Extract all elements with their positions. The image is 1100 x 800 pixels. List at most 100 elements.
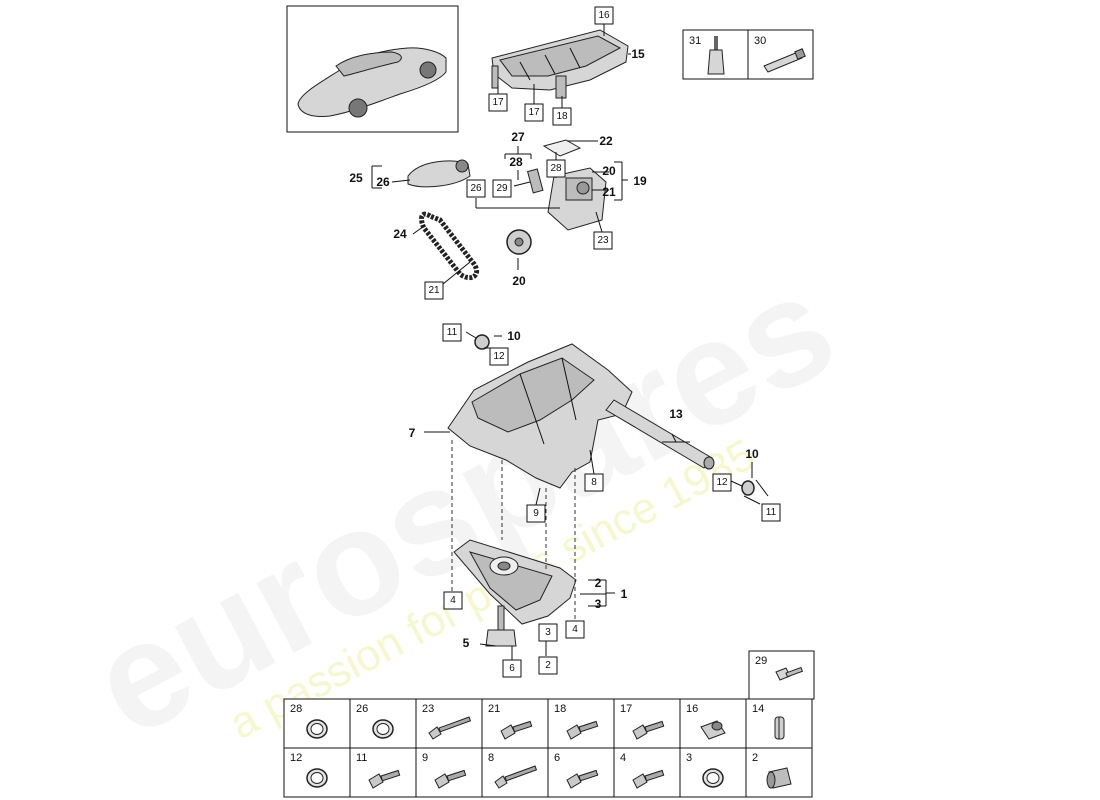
- legend-label: 2: [752, 752, 758, 764]
- callout-10-top: 10: [507, 329, 521, 343]
- watermark-brand: eurospares: [66, 240, 859, 768]
- box-16: 16: [594, 6, 614, 25]
- legend-cell-21: 21: [481, 698, 549, 749]
- box-11-right: 11: [761, 503, 781, 522]
- box-9: 9: [526, 504, 546, 523]
- callout-27: 27: [511, 130, 525, 144]
- oil-baffle: [491, 29, 631, 99]
- tube-icon: [763, 48, 806, 73]
- bolt-icon: [500, 720, 533, 740]
- oil-level-sensor: [485, 605, 517, 647]
- box-2: 2: [538, 656, 558, 675]
- legend-item-31: 31: [689, 35, 701, 47]
- screwdriver-icon: [707, 36, 725, 75]
- legend-cell-18: 18: [547, 698, 615, 749]
- callout-7: 7: [409, 426, 416, 440]
- box-12-right: 12: [712, 473, 732, 492]
- svg-text:12: 12: [493, 351, 505, 362]
- svg-text:17: 17: [492, 97, 504, 108]
- svg-text:2: 2: [545, 660, 551, 671]
- svg-text:9: 9: [533, 508, 539, 519]
- legend-top: 31 30: [682, 29, 814, 80]
- svg-text:23: 23: [597, 235, 609, 246]
- legend-cell-9: 9: [415, 747, 483, 798]
- callout-1: 1: [621, 587, 628, 601]
- legend-cell-12: 12: [283, 747, 351, 798]
- long-bolt-icon: [494, 765, 538, 789]
- box-21: 21: [424, 281, 444, 300]
- svg-text:4: 4: [450, 595, 456, 606]
- svg-text:16: 16: [598, 10, 610, 21]
- legend-cell-17: 17: [613, 698, 681, 749]
- ring-icon: [306, 719, 328, 739]
- legend-label: 11: [356, 752, 367, 764]
- callout-5: 5: [463, 636, 470, 650]
- svg-text:28: 28: [550, 163, 562, 174]
- oil-pump: [526, 139, 607, 231]
- callout-28: 28: [509, 155, 523, 169]
- callout-13: 13: [669, 407, 683, 421]
- box-17-mid: 17: [524, 103, 544, 122]
- car-icon: [297, 47, 447, 118]
- legend-label: 16: [686, 703, 698, 715]
- box-17-left: 17: [488, 93, 508, 112]
- box-23: 23: [593, 231, 613, 250]
- callout-3: 3: [595, 597, 602, 611]
- box-26: 26: [466, 179, 486, 198]
- box-3: 3: [538, 623, 558, 642]
- bolt-icon: [632, 769, 665, 789]
- box-11-top: 11: [442, 323, 462, 342]
- legend-label: 17: [620, 703, 632, 715]
- callout-15: 15: [631, 47, 645, 61]
- legend-label: 8: [488, 752, 494, 764]
- callout-25: 25: [349, 171, 363, 185]
- box-12-top: 12: [489, 347, 509, 366]
- bolt-icon: [775, 666, 804, 681]
- svg-text:29: 29: [496, 183, 508, 194]
- legend-label: 28: [290, 703, 302, 715]
- legend-label: 3: [686, 752, 692, 764]
- box-8: 8: [584, 473, 604, 492]
- watermark: eurospares a passion for parts since 198…: [66, 240, 859, 768]
- bolt-icon: [632, 720, 665, 740]
- callout-22: 22: [599, 134, 613, 148]
- legend-cell-8: 8: [481, 747, 549, 798]
- legend-cell-23: 23: [415, 698, 483, 749]
- sleeve-icon: [774, 716, 785, 740]
- legend-label: 21: [488, 703, 500, 715]
- legend-cell-6: 6: [547, 747, 615, 798]
- boxed-part-numbers: 16 17 17 18 26 29 28 23 21 11 12 8 9 12 …: [424, 6, 781, 678]
- legend-cell-3: 3: [679, 747, 747, 798]
- legend-label: 26: [356, 703, 368, 715]
- legend-cell-4: 4: [613, 747, 681, 798]
- box-18: 18: [552, 107, 572, 126]
- legend-cell-16: 16: [679, 698, 747, 749]
- box-4-right: 4: [565, 620, 585, 639]
- legend-label: 12: [290, 752, 302, 764]
- svg-text:21: 21: [428, 285, 440, 296]
- legend-cell-14: 14: [745, 698, 813, 749]
- long-bolt-icon: [428, 716, 472, 740]
- callout-2: 2: [595, 576, 602, 590]
- legend-label: 14: [752, 703, 764, 715]
- oil-pan-lower: [453, 539, 577, 625]
- callout-20: 20: [602, 164, 616, 178]
- nut-icon: [700, 720, 726, 740]
- legend-cell-26: 26: [349, 698, 417, 749]
- oil-pan-upper: [447, 334, 633, 489]
- legend-label: 9: [422, 752, 428, 764]
- legend-cell-28: 28: [283, 698, 351, 749]
- svg-text:17: 17: [528, 107, 540, 118]
- legend-cell-2: 2: [745, 747, 813, 798]
- callout-20-sprocket: 20: [512, 274, 526, 288]
- legend-label: 6: [554, 752, 560, 764]
- bolt-icon: [368, 769, 401, 789]
- callout-10-right: 10: [745, 447, 759, 461]
- svg-text:6: 6: [509, 663, 515, 674]
- bolt-icon: [566, 720, 599, 740]
- svg-text:26: 26: [470, 183, 482, 194]
- callout-19: 19: [633, 174, 647, 188]
- callout-24: 24: [393, 227, 407, 241]
- ring-icon: [372, 719, 394, 739]
